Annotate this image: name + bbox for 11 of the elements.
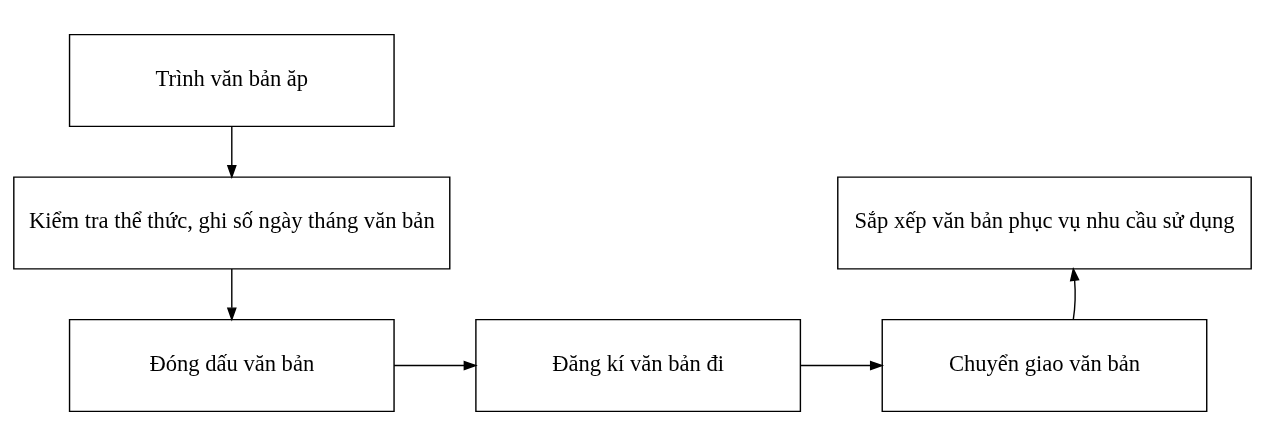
arrow [226,268,237,322]
node-box: Trình văn bản ăp [68,33,395,128]
node-box: Đăng kí văn bản đi [475,318,802,413]
arrow [1069,266,1080,321]
node-box: Chuyển giao văn bản [881,318,1208,413]
arrow [226,125,237,180]
node-box: Sắp xếp văn bản phục vụ nhu cầu sử dụng [837,176,1252,270]
arrow [393,360,478,371]
arrow [799,360,885,371]
node-box: Kiểm tra thể thức, ghi số ngày tháng văn bản [13,176,451,270]
node-box: Đóng dấu văn bản [68,318,395,413]
